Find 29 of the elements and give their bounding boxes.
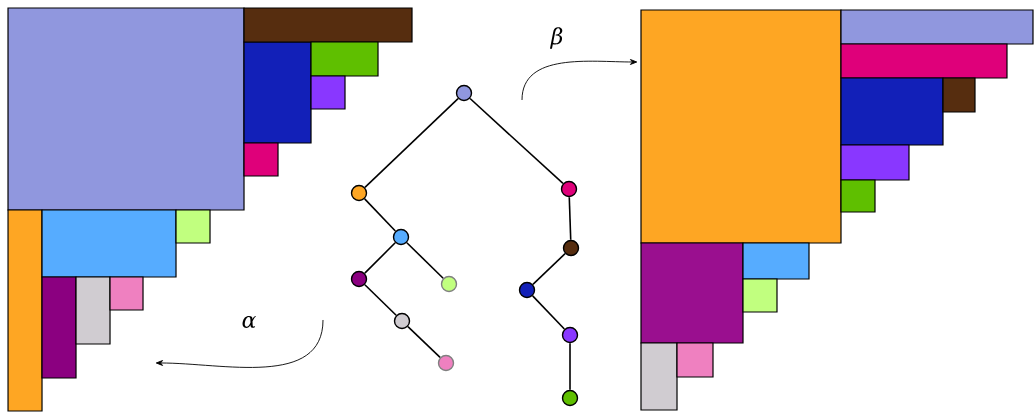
tree-node-circle: [350, 184, 368, 202]
rectangle-packing-drawing: [640, 9, 1034, 411]
tree-node-circle: [350, 270, 368, 288]
tree-edge: [531, 295, 566, 330]
tree-node-circle: [561, 326, 579, 344]
tree-node-circle: [518, 281, 536, 299]
tree-edge: [364, 97, 459, 189]
tree-edge: [469, 97, 564, 185]
edge-label: α: [242, 316, 256, 328]
tree-node-circle: [440, 275, 458, 293]
tree-edge: [364, 283, 397, 317]
rectangle-packing-drawing: [7, 7, 312, 412]
tree-node-circle: [393, 312, 411, 330]
tree-node-circle: [561, 389, 579, 407]
tree-edge: [569, 342, 571, 391]
tree-edge: [406, 241, 444, 280]
curved-arrow: [521, 59, 638, 101]
tree-edge: [364, 242, 396, 274]
tree-edge: [363, 198, 397, 232]
edge-label: β: [549, 27, 563, 49]
tree-edge: [568, 196, 572, 241]
tree-node-circle: [560, 180, 578, 198]
tree-node-circle: [392, 228, 410, 246]
tree-edge: [407, 325, 441, 359]
tree-node-circle: [455, 84, 473, 102]
tree-node-circle: [562, 239, 580, 257]
curved-arrow: [155, 319, 324, 368]
tree-edge: [532, 252, 566, 286]
tree-node-circle: [437, 354, 455, 372]
